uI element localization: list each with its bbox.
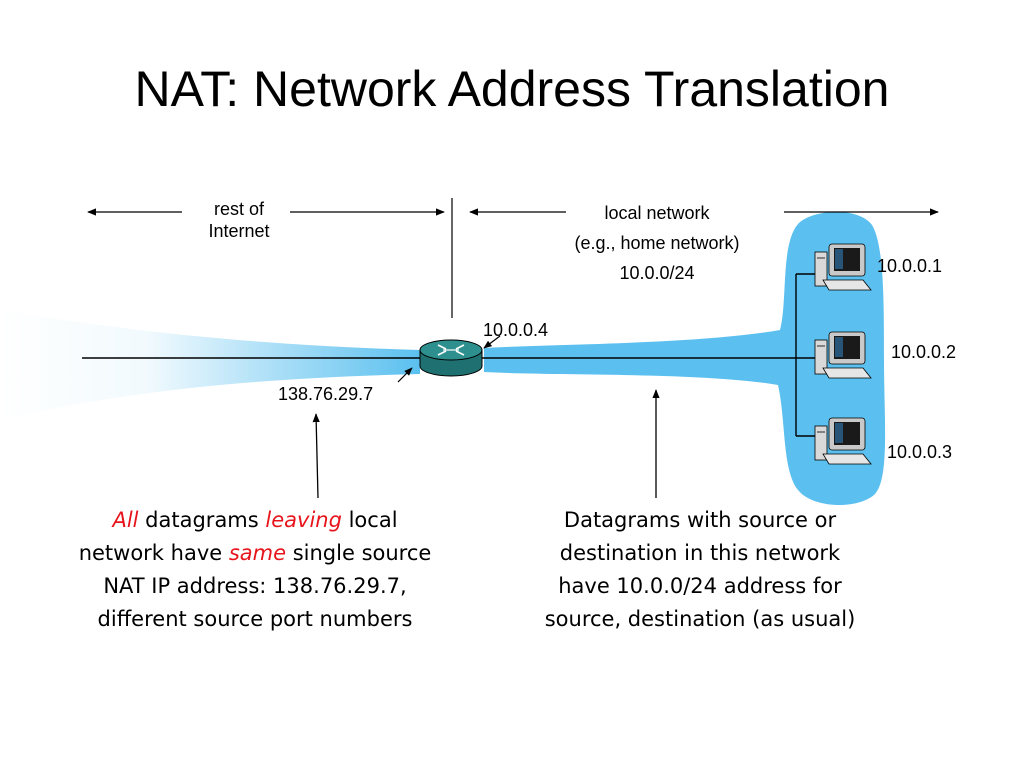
left-note-line-1: All datagrams leaving local — [20, 504, 490, 537]
local-label-line-1: local network — [604, 203, 710, 223]
left-note-text: local — [341, 508, 398, 532]
local-label-line-3: 10.0.0/24 — [619, 263, 695, 283]
pointer-inside-addr — [483, 335, 501, 349]
left-note-line-2: network have same single source — [20, 537, 490, 570]
left-note-line-3: NAT IP address: 138.76.29.7, — [103, 574, 407, 598]
rest-of-internet-label: rest of Internet — [170, 198, 308, 242]
left-note-text: datagrams — [138, 508, 266, 532]
computer-icon — [814, 243, 872, 291]
internet-pipe — [0, 310, 420, 420]
pointer-outside-addr — [397, 367, 413, 383]
emphasis-same: same — [228, 541, 287, 565]
slide-title: NAT: Network Address Translation — [134, 61, 890, 117]
router-outside-address: 138.76.29.7 — [278, 384, 374, 404]
right-note-line-4: source, destination (as usual) — [544, 607, 856, 631]
rest-label-line-2: Internet — [208, 221, 270, 241]
computer-icon — [814, 417, 872, 465]
computer-icon — [814, 331, 872, 379]
right-note-line-2: destination in this network — [559, 541, 841, 565]
pointer-left-note — [312, 413, 320, 499]
left-note-text: single source — [286, 541, 432, 565]
right-note: Datagrams with source or destination in … — [480, 504, 920, 636]
host-2-address: 10.0.0.2 — [891, 342, 957, 362]
left-note: All datagrams leaving local network have… — [20, 504, 490, 636]
emphasis-all: All — [112, 508, 139, 532]
emphasis-leaving: leaving — [265, 508, 342, 532]
host-1-address: 10.0.0.1 — [877, 256, 943, 276]
left-note-line-4: different source port numbers — [97, 607, 413, 631]
router-icon — [419, 339, 483, 377]
left-note-text: network have — [78, 541, 229, 565]
rest-label-line-1: rest of — [213, 199, 265, 219]
local-label-line-2: (e.g., home network) — [574, 233, 740, 253]
host-3-address: 10.0.0.3 — [887, 442, 953, 462]
router-inside-address: 10.0.0.4 — [483, 320, 549, 340]
right-note-line-1: Datagrams with source or — [563, 508, 837, 532]
right-note-line-3: have 10.0.0/24 address for — [558, 574, 842, 598]
local-network-label: local network (e.g., home network) 10.0.… — [530, 198, 784, 288]
